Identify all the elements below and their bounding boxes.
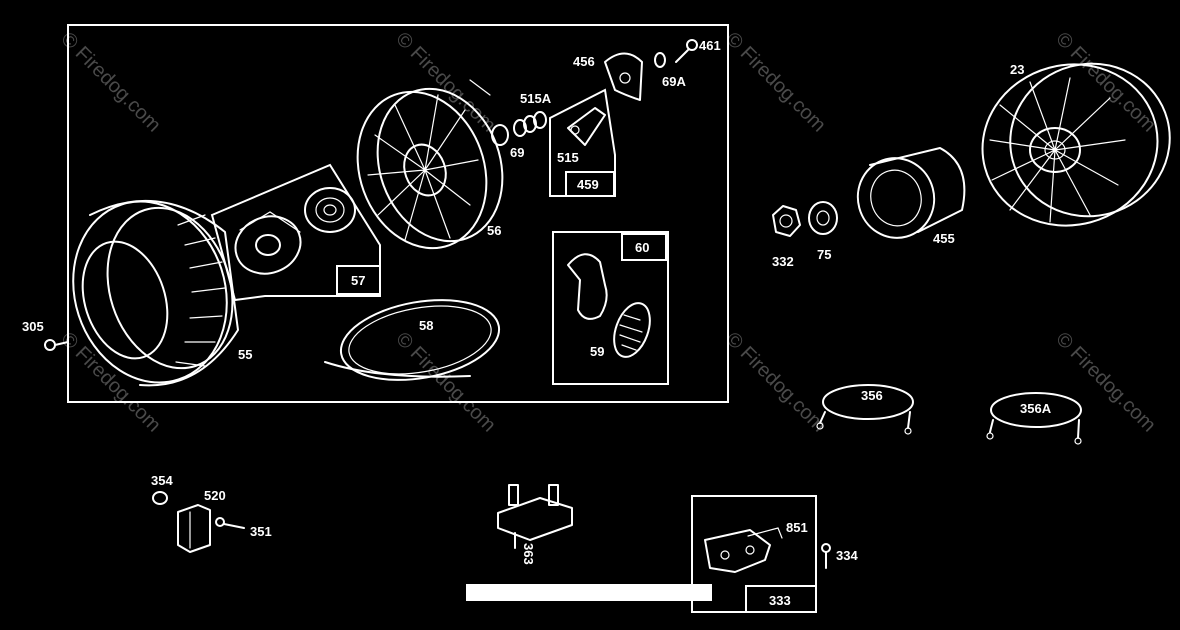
handle-insert-59-part [613, 302, 651, 358]
starter-cup-part [856, 147, 966, 239]
label-box-333 [745, 585, 817, 613]
ground-wire-356-part [816, 384, 914, 435]
label-459: 459 [577, 177, 599, 192]
label-515A: 515A [520, 91, 552, 106]
screw-305-part [44, 339, 69, 351]
starter-pulley-part [234, 211, 302, 275]
washer-69-part [491, 124, 509, 146]
label-351: 351 [250, 524, 272, 539]
label-851: 851 [786, 520, 808, 535]
watermark: © Firedog.com [721, 28, 830, 137]
washer-515A-part [513, 111, 547, 137]
pawl-515-part [567, 107, 606, 146]
label-59: 59 [590, 344, 604, 359]
label-69A: 69A [662, 74, 686, 89]
washer-69A-part [654, 52, 666, 68]
watermark: © Firedog.com [1051, 328, 1160, 437]
label-58: 58 [419, 318, 433, 333]
watermark: © Firedog.com [56, 28, 165, 137]
part-labels: 305 55 56 57 58 59 60 69 69A 456 461 515… [22, 38, 1052, 608]
handle-kit-box [552, 231, 669, 385]
starter-rope-part [324, 299, 501, 381]
label-356A: 356A [1020, 401, 1052, 416]
washer-75-part [808, 201, 838, 235]
redaction-bar [466, 584, 712, 601]
screw-351-part [215, 517, 245, 529]
label-56: 56 [487, 223, 501, 238]
label-520: 520 [204, 488, 226, 503]
label-55: 55 [238, 347, 252, 362]
label-305: 305 [22, 319, 44, 334]
rewind-starter-group-box [67, 24, 729, 403]
label-333: 333 [769, 593, 791, 608]
switch-assembly-851-part [704, 527, 783, 573]
label-455: 455 [933, 231, 955, 246]
leader-lines [469, 79, 491, 96]
watermark: © Firedog.com [721, 328, 830, 437]
label-23: 23 [1010, 62, 1024, 77]
bracket-363-part [497, 484, 573, 549]
label-75: 75 [817, 247, 831, 262]
label-456: 456 [573, 54, 595, 69]
label-334: 334 [836, 548, 858, 563]
retainer-456-part [604, 52, 643, 101]
label-354: 354 [151, 473, 173, 488]
label-box-459 [565, 171, 615, 197]
stop-switch-520-part [177, 504, 211, 553]
ground-wire-356A-part [986, 392, 1082, 445]
label-332: 332 [772, 254, 794, 269]
nut-332-part [772, 205, 801, 237]
label-356: 356 [861, 388, 883, 403]
starter-clutch-kit-box [210, 163, 381, 302]
label-57: 57 [351, 273, 365, 288]
label-363: 363 [521, 543, 536, 565]
flywheel-part [981, 62, 1171, 227]
screw-334-part [821, 543, 831, 569]
label-box-57 [336, 265, 381, 295]
label-69: 69 [510, 145, 524, 160]
recoil-spring-part [304, 187, 356, 233]
starter-handle-part [567, 253, 608, 320]
nut-354-part [152, 491, 168, 505]
label-box-60 [621, 233, 667, 261]
blower-housing-part [72, 199, 239, 387]
label-60: 60 [635, 240, 649, 255]
label-515: 515 [557, 150, 579, 165]
screw-461-part [675, 39, 698, 63]
label-461: 461 [699, 38, 721, 53]
watermark: © Firedog.com [391, 328, 500, 437]
